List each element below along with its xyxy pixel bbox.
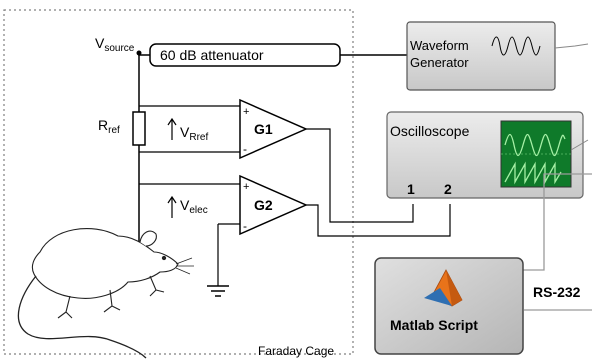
oscilloscope-trace-2 bbox=[504, 161, 562, 185]
waveform-generator-line1: Waveform bbox=[410, 38, 469, 53]
oscilloscope-screen bbox=[500, 120, 572, 188]
amp-g1 bbox=[239, 98, 308, 160]
matlab-logo-icon bbox=[424, 269, 463, 307]
amp-g1-plus: + bbox=[243, 106, 249, 118]
rat-illustration bbox=[17, 228, 194, 359]
waveform-generator-box bbox=[406, 21, 556, 91]
oscilloscope-channel-2: 2 bbox=[444, 181, 452, 197]
faraday-cage-label: Faraday Cage bbox=[258, 344, 334, 358]
oscilloscope-serial-lead bbox=[570, 139, 589, 151]
amp-g2-plus: + bbox=[243, 181, 249, 193]
velec-label: Velec bbox=[180, 197, 208, 216]
velec-arrow bbox=[167, 195, 177, 218]
oscilloscope-trace-1 bbox=[504, 133, 566, 157]
rref-label: Rref bbox=[98, 117, 120, 136]
amp-g2 bbox=[239, 174, 308, 236]
amp-g1-minus: - bbox=[243, 142, 247, 156]
wire-g2-to-scope-ch2 bbox=[306, 204, 451, 237]
amp-g1-label: G1 bbox=[254, 121, 273, 137]
amp-g2-label: G2 bbox=[254, 197, 273, 213]
vrref-arrow bbox=[167, 117, 177, 140]
waveform-generator-line2: Generator bbox=[410, 55, 469, 70]
rs232-label: RS-232 bbox=[533, 284, 581, 300]
amp-g2-minus: - bbox=[243, 219, 247, 233]
rs232-cable bbox=[518, 173, 592, 271]
attenuator-label: 60 dB attenuator bbox=[160, 47, 264, 63]
generator-output-lead bbox=[554, 43, 589, 49]
oscilloscope-title: Oscilloscope bbox=[390, 123, 470, 139]
matlab-script-label: Matlab Script bbox=[390, 317, 478, 333]
faraday-cage bbox=[3, 9, 354, 355]
ground-symbol bbox=[207, 285, 229, 297]
rref-resistor bbox=[132, 111, 146, 146]
generator-waveform-icon bbox=[491, 36, 541, 56]
matlab-script-box bbox=[374, 257, 524, 355]
vrref-label: VRref bbox=[180, 124, 208, 143]
oscilloscope-channel-1: 1 bbox=[407, 181, 415, 197]
wire-g1-to-scope-ch1 bbox=[306, 128, 414, 223]
source-label: Vsource bbox=[95, 35, 135, 54]
